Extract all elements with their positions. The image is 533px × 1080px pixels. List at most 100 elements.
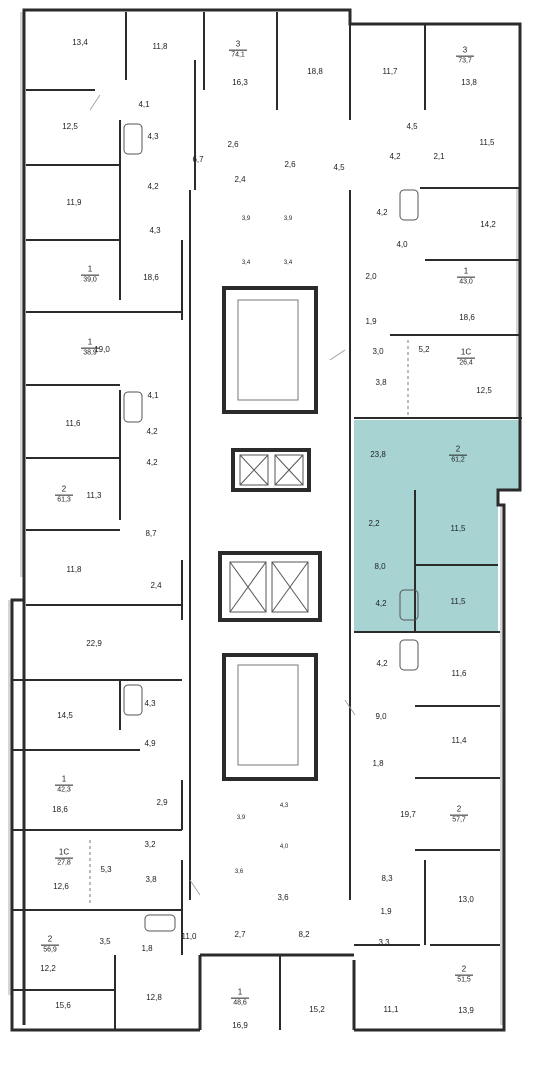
room-area: 11,3 [86,491,102,500]
room-area: 3,6 [234,869,244,875]
room-area: 16,9 [232,1021,248,1030]
room-area: 4,9 [144,739,156,748]
elevator-cabins [229,454,309,613]
room-area: 3,5 [99,937,111,946]
stair-top [222,286,318,414]
room-area: 19,0 [94,345,110,354]
room-area: 4,3 [144,699,156,708]
bath-fixtures [123,123,419,932]
room-area: 4,1 [147,391,159,400]
room-area: 12,2 [40,964,56,973]
room-area: 11,4 [451,736,467,745]
room-area: 3,3 [378,938,390,947]
outer-walls [10,8,522,1032]
room-area: 11,5 [479,138,495,147]
room-area: 2,6 [227,140,239,149]
room-area: 8,0 [374,562,386,571]
room-area: 18,6 [143,273,159,282]
room-area: 4,2 [146,458,158,467]
room-area: 19,7 [400,810,416,819]
windows [8,12,520,1025]
room-area: 3,9 [241,216,251,222]
room-area: 2,7 [234,930,246,939]
room-area: 3,4 [241,260,251,266]
room-area: 11,0 [181,932,197,941]
room-area: 14,5 [57,711,73,720]
room-area: 13,0 [458,895,474,904]
room-area: 15,6 [55,1001,71,1010]
room-area: 2,0 [365,272,377,281]
room-area: 2,4 [234,175,246,184]
corridor-walls [189,60,351,900]
room-area: 11,9 [66,198,82,207]
room-area: 8,2 [298,930,310,939]
room-area: 13,4 [72,38,88,47]
room-area: 12,6 [53,882,69,891]
room-area: 4,0 [279,844,289,850]
room-area: 3,9 [283,216,293,222]
room-area: 11,1 [383,1005,399,1014]
room-area: 14,2 [480,220,496,229]
room-area: 15,2 [309,1005,325,1014]
stair-bottom [222,653,318,781]
room-area: 11,6 [451,669,467,678]
room-area: 13,9 [458,1006,474,1015]
room-area: 12,8 [146,993,162,1002]
room-area: 3,6 [277,893,289,902]
room-area: 3,8 [145,875,157,884]
room-area: 6,7 [192,155,204,164]
door-swings [89,94,356,896]
room-area: 4,1 [138,100,150,109]
room-area: 11,5 [450,524,466,533]
room-area: 2,2 [368,519,380,528]
room-area: 11,5 [450,597,466,606]
room-area: 4,2 [375,599,387,608]
room-area: 4,0 [396,240,408,249]
room-area: 4,3 [279,803,289,809]
room-area: 11,8 [66,565,82,574]
room-area: 1,8 [141,944,153,953]
room-area: 3,9 [236,815,246,821]
room-area: 2,6 [284,160,296,169]
room-area: 3,2 [144,840,156,849]
room-area: 11,8 [152,42,168,51]
room-area: 1,8 [372,759,384,768]
room-area: 18,8 [307,67,323,76]
room-area: 5,2 [418,345,430,354]
highlighted-apartment[interactable] [354,420,520,632]
elevators [218,448,322,622]
room-area: 18,6 [459,313,475,322]
room-area: 22,9 [86,639,102,648]
room-area: 4,3 [149,226,161,235]
interior-walls [12,12,522,1030]
room-area: 4,2 [389,152,401,161]
room-area: 2,4 [150,581,162,590]
room-area: 18,6 [52,805,68,814]
room-area: 12,5 [62,122,78,131]
room-area: 4,5 [406,122,418,131]
room-area: 4,2 [146,427,158,436]
room-area: 12,5 [476,386,492,395]
room-area: 23,8 [370,450,386,459]
room-area: 2,1 [433,152,445,161]
room-area: 8,7 [145,529,157,538]
room-area: 4,5 [333,163,345,172]
room-area: 8,3 [381,874,393,883]
room-area: 13,8 [461,78,477,87]
room-area: 11,7 [382,67,398,76]
room-area: 3,4 [283,260,293,266]
room-area: 4,2 [147,182,159,191]
